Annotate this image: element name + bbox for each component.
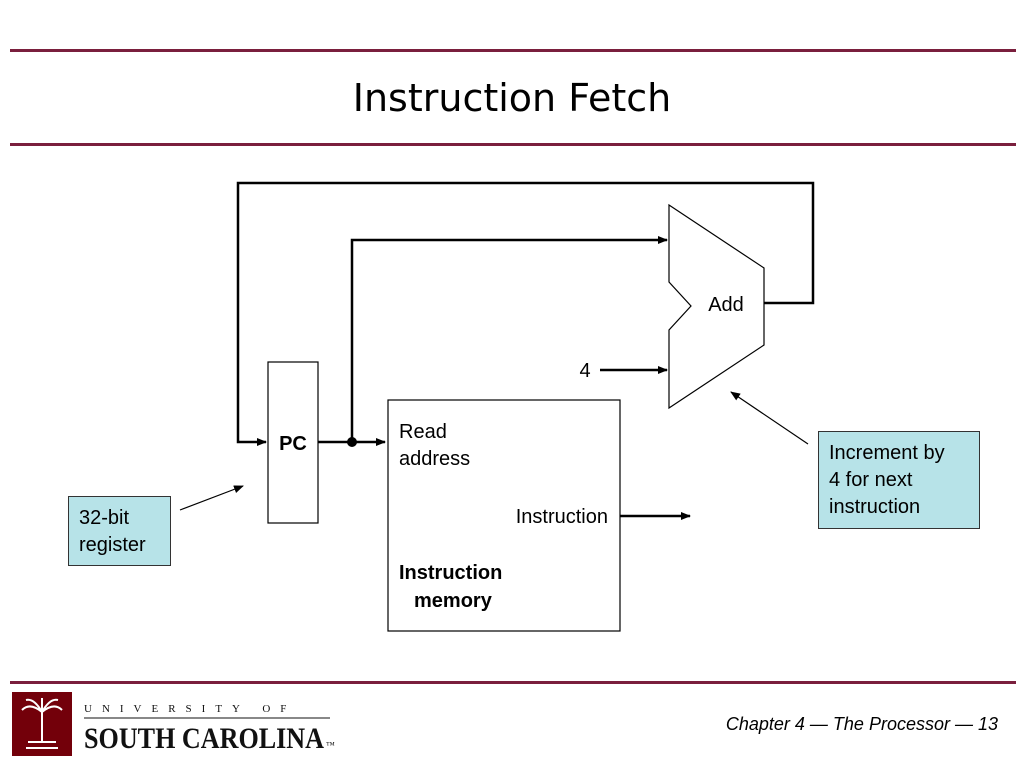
adder-label: Add bbox=[708, 294, 744, 316]
slide-title: Instruction Fetch bbox=[352, 76, 672, 120]
read-address-label-line2: address bbox=[399, 448, 470, 470]
memory-name-line1: Instruction bbox=[399, 562, 502, 584]
read-address-label-line1: Read bbox=[399, 421, 447, 443]
increment-callout: Increment by 4 for next instruction bbox=[818, 431, 980, 529]
instruction-memory bbox=[387, 399, 621, 632]
register-callout-pointer bbox=[179, 485, 244, 511]
logo-trademark: ™ bbox=[326, 740, 335, 750]
constant-4-label: 4 bbox=[579, 360, 590, 382]
register-callout: 32-bit register bbox=[68, 496, 171, 566]
footer-rule bbox=[10, 681, 1016, 684]
pc-to-adder-wire bbox=[350, 236, 668, 442]
increment-callout-pointer bbox=[730, 391, 809, 445]
title-underline-rule bbox=[10, 143, 1016, 146]
palmetto-tree-icon bbox=[21, 698, 63, 749]
pc-register bbox=[267, 361, 319, 524]
memory-name-line2: memory bbox=[414, 590, 493, 612]
increment-callout-line1: Increment by bbox=[829, 442, 945, 464]
register-callout-line2: register bbox=[79, 534, 146, 556]
logo-top-text: UNIVERSITY OF bbox=[84, 703, 296, 715]
footer-chapter-text: Chapter 4 — The Processor — 13 bbox=[725, 714, 998, 734]
increment-callout-line3: instruction bbox=[829, 496, 921, 518]
increment-callout-line2: 4 for next bbox=[829, 469, 913, 491]
top-rule bbox=[10, 49, 1016, 52]
instruction-output-label: Instruction bbox=[516, 506, 608, 528]
adder-to-pc-feedback-wire bbox=[236, 181, 815, 446]
adder-unit bbox=[668, 203, 765, 410]
university-logo: UNIVERSITY OF SOUTH CAROLINA ™ bbox=[12, 692, 335, 756]
logo-bottom-text: SOUTH CAROLINA bbox=[84, 722, 324, 755]
pc-label: PC bbox=[279, 433, 307, 455]
register-callout-line1: 32-bit bbox=[79, 507, 130, 529]
